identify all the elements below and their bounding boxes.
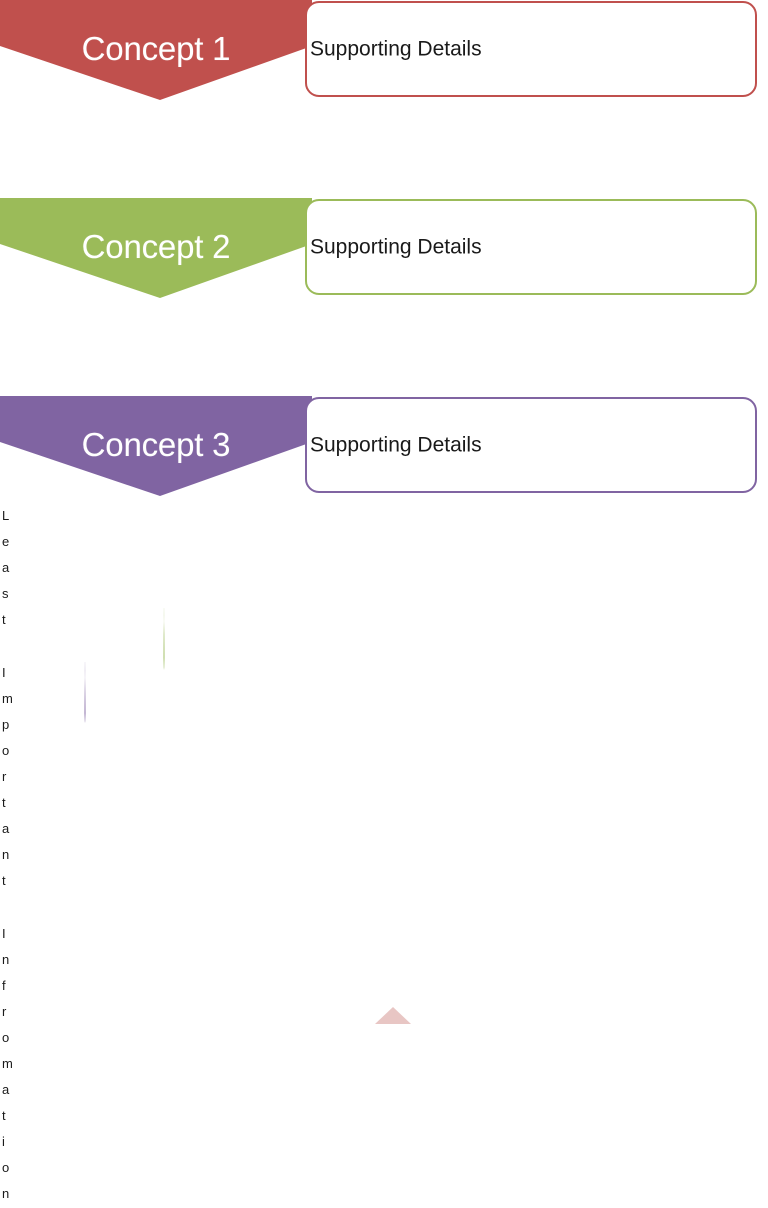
side-label-char-24: i	[2, 1134, 5, 1150]
concept-row-2: Concept 2 Supporting Details	[0, 198, 768, 298]
side-label-char-6: I	[2, 664, 6, 680]
side-label-char-3: s	[2, 586, 9, 602]
side-label-char-12: a	[2, 821, 10, 837]
side-label-char-0: L	[2, 508, 10, 523]
details-box-concept-3[interactable]: Supporting Details	[305, 397, 757, 493]
faint-green-text-artifact	[163, 608, 165, 670]
chevron-shape-icon	[0, 0, 312, 100]
details-box-concept-2[interactable]: Supporting Details	[305, 199, 757, 295]
side-label-char-26: n	[2, 1186, 10, 1202]
details-box-concept-1[interactable]: Supporting Details	[305, 1, 757, 97]
details-text-1: Supporting Details	[310, 37, 482, 61]
side-label-char-10: r	[2, 768, 7, 784]
side-label-char-25: o	[2, 1160, 10, 1176]
chevron-polygon-3	[0, 396, 312, 496]
side-label-char-8: p	[2, 716, 10, 732]
side-label-char-21: m	[2, 1055, 13, 1071]
side-label-char-1: e	[2, 534, 10, 550]
chevron-polygon-1	[0, 0, 312, 100]
side-label-char-14: t	[2, 873, 6, 889]
side-label-char-4: t	[2, 612, 6, 628]
chevron-concept-1[interactable]: Concept 1	[0, 0, 312, 100]
side-label-char-20: o	[2, 1029, 10, 1045]
side-label-char-23: t	[2, 1108, 6, 1124]
chevron-concept-2[interactable]: Concept 2	[0, 198, 312, 298]
concept-row-3: Concept 3 Supporting Details	[0, 396, 768, 496]
chevron-shape-icon	[0, 198, 312, 298]
concept-row-1: Concept 1 Supporting Details	[0, 0, 768, 100]
bottom-triangle-marker	[375, 1007, 411, 1024]
side-label-char-7: m	[2, 690, 13, 706]
side-label-char-18: f	[2, 977, 6, 993]
side-label-char-16: I	[2, 925, 6, 941]
details-text-3: Supporting Details	[310, 433, 482, 457]
side-label-char-19: r	[2, 1003, 7, 1019]
side-label-char-9: o	[2, 742, 10, 758]
side-label-char-2: a	[2, 560, 10, 576]
chevron-polygon-2	[0, 198, 312, 298]
faint-purple-text-artifact	[84, 662, 86, 723]
side-label-char-13: n	[2, 847, 10, 863]
chevron-concept-3[interactable]: Concept 3	[0, 396, 312, 496]
chevron-shape-icon	[0, 396, 312, 496]
details-text-2: Supporting Details	[310, 235, 482, 259]
side-label-char-22: a	[2, 1082, 10, 1098]
side-label-char-17: n	[2, 951, 10, 967]
side-label-char-11: t	[2, 795, 6, 811]
